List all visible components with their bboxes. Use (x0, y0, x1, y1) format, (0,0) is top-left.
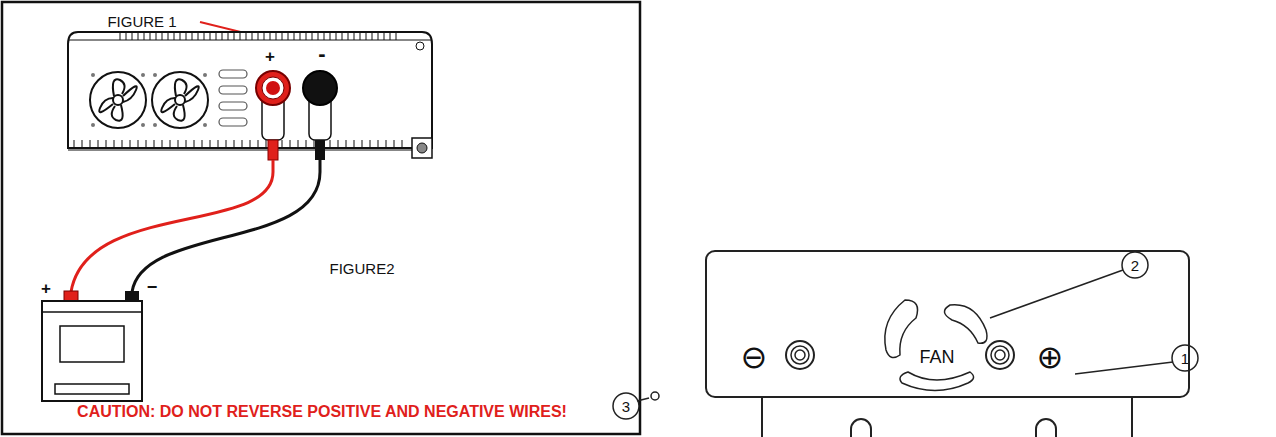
polarity-symbol: ⊕ (1037, 341, 1064, 373)
inverter (68, 32, 432, 158)
rear-panel-box: ⊖ FAN ⊕ (705, 250, 1190, 398)
polarity-sign: + (41, 280, 51, 297)
polarity-sign: - (318, 43, 325, 65)
negative-wire (132, 160, 320, 292)
fan-label: FAN (919, 348, 954, 366)
figure-label: FIGURE2 (329, 261, 394, 276)
callout-number: 2 (1131, 258, 1139, 273)
battery (42, 291, 142, 401)
positive-wire (71, 160, 273, 292)
figure-label: FIGURE 1 (107, 14, 176, 29)
frame (2, 2, 640, 434)
callout-number: 3 (622, 399, 630, 414)
rear-panel (651, 300, 1132, 437)
caution-note: CAUTION: DO NOT REVERSE POSITIVE AND NEG… (77, 404, 567, 420)
callouts (613, 252, 1198, 419)
polarity-symbol: ⊖ (741, 341, 768, 373)
terminals (256, 71, 337, 160)
callout-number: 1 (1181, 351, 1189, 366)
polarity-sign: − (147, 278, 158, 296)
polarity-sign: + (265, 48, 275, 65)
